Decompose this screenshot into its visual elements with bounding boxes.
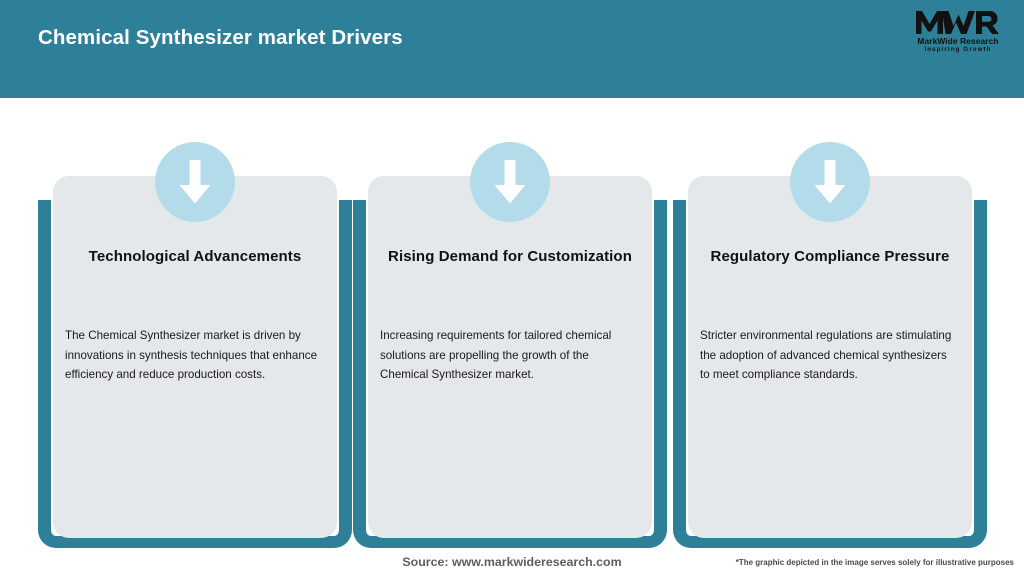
logo-company-name: MarkWide Research [917,36,999,46]
card-panel: Technological Advancements The Chemical … [53,142,337,538]
card-panel: Regulatory Compliance Pressure Stricter … [688,142,972,538]
card-title: Rising Demand for Customization [388,248,632,265]
card-title: Technological Advancements [88,248,302,265]
card-body-text: Stricter environmental regulations are s… [700,329,952,381]
card-bracket-accent [673,200,987,548]
logo-tagline: Inspiring Growth [924,46,992,53]
arrow-down-icon [790,142,870,222]
card-bracket-accent [38,200,352,548]
card-title: Regulatory Compliance Pressure [710,248,950,265]
arrow-down-icon [155,142,235,222]
driver-card-3: Regulatory Compliance Pressure Stricter … [673,0,987,576]
arrow-down-icon [470,142,550,222]
mwr-wordmark-icon [906,9,1010,36]
card-bracket-accent [353,200,667,548]
card-body-text: Increasing requirements for tailored che… [380,329,612,381]
page-title: Chemical Synthesizer market Drivers [38,26,403,49]
disclaimer-label: *The graphic depicted in the image serve… [735,558,1014,567]
header-bar: Chemical Synthesizer market Drivers Mark… [0,0,1024,98]
card-panel: Rising Demand for Customization Increasi… [368,142,652,538]
markwide-research-logo: MarkWide Research Inspiring Growth [906,9,1010,57]
driver-card-2: Rising Demand for Customization Increasi… [353,0,667,576]
card-body-text: The Chemical Synthesizer market is drive… [65,329,318,381]
driver-card-1: Technological Advancements The Chemical … [38,0,352,576]
source-label: Source: www.markwideresearch.com [402,555,622,569]
